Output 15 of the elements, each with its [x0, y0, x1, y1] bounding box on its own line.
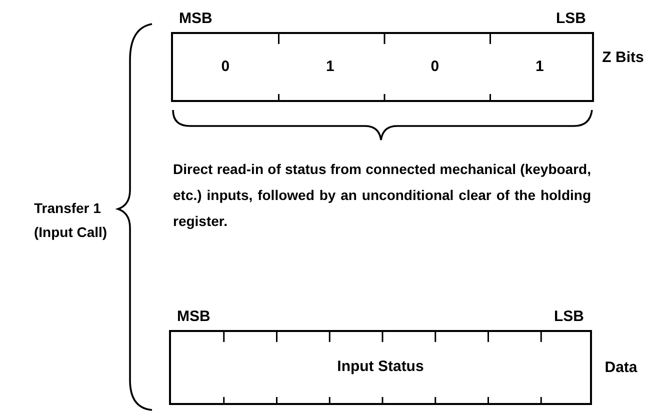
bit-value: 1: [326, 56, 334, 77]
description-text: Direct read-in of status from connected mechanical (keyboard, etc.) inputs, followed by an unconditional clear of the holding register.: [173, 160, 591, 231]
register-name: Z Bits: [602, 48, 644, 67]
msb-label: MSB: [179, 9, 212, 29]
bit-value: 0: [430, 56, 440, 77]
bit-value: 0: [221, 56, 230, 77]
register-name: Data: [604, 358, 638, 376]
field-label: Input Status: [337, 357, 424, 378]
lsb-label: LSB: [553, 307, 584, 327]
msb-label: MSB: [177, 307, 210, 327]
bit-value: 1: [535, 56, 544, 77]
register-box: [171, 32, 594, 102]
transfer-label: Transfer 1 (Input Call): [34, 199, 108, 242]
lsb-label: LSB: [555, 9, 586, 29]
register-box: [169, 330, 592, 405]
